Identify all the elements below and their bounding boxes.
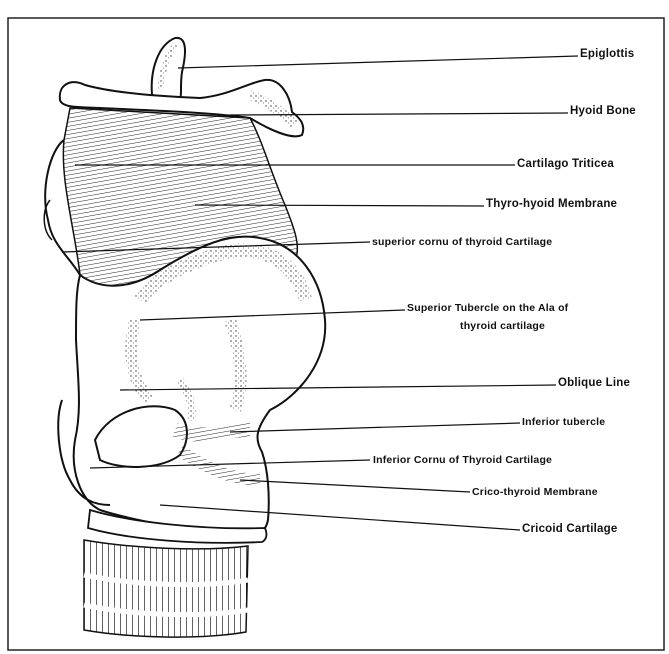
label-hyoid-bone: Hyoid Bone (570, 105, 636, 117)
label-superior-tubercle-line2: thyroid cartilage (460, 320, 545, 332)
leader-cricothyroid (240, 480, 470, 492)
label-thyrohyoid-membrane: Thyro-hyoid Membrane (486, 198, 617, 210)
label-inferior-cornu: Inferior Cornu of Thyroid Cartilage (373, 454, 552, 466)
label-cartilago-triticea: Cartilago Triticea (517, 158, 614, 170)
leader-epiglottis (178, 56, 578, 68)
label-superior-tubercle-line1: Superior Tubercle on the Ala of (407, 302, 568, 314)
label-inferior-tubercle: Inferior tubercle (522, 416, 605, 428)
label-superior-cornu: superior cornu of thyroid Cartilage (372, 236, 552, 248)
trachea-shape (84, 540, 248, 637)
label-epiglottis: Epiglottis (580, 48, 634, 60)
leader-inferior-tubercle (230, 423, 520, 432)
epiglottis-shape (152, 38, 185, 100)
label-cricothyroid-membrane: Crico-thyroid Membrane (472, 486, 598, 498)
label-cricoid-cartilage: Cricoid Cartilage (522, 523, 617, 535)
label-oblique-line: Oblique Line (558, 377, 630, 389)
